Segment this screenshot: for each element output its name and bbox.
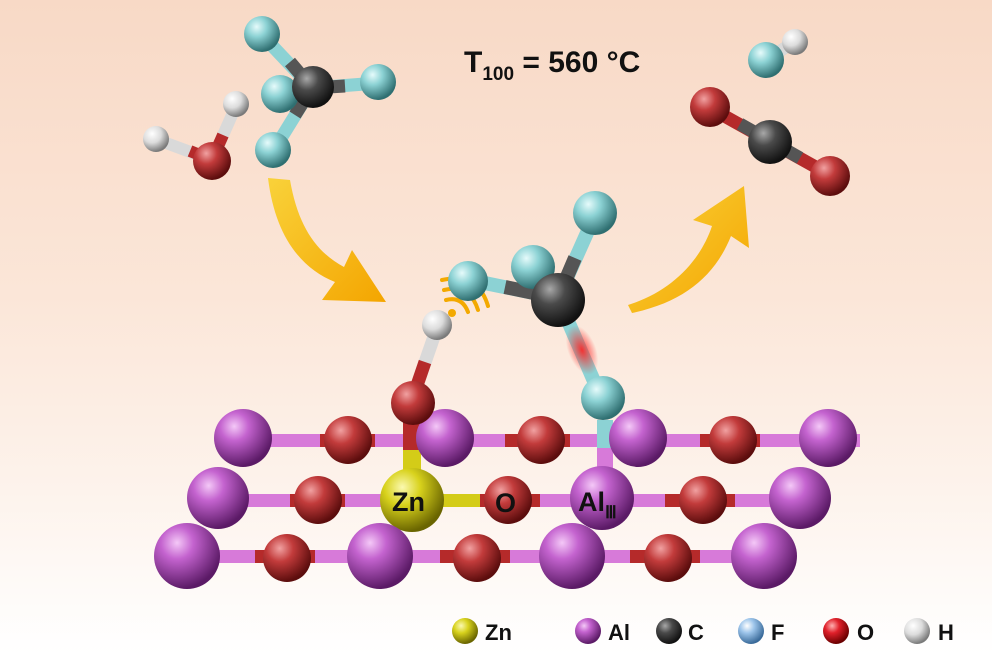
adsorbed-cf4 — [448, 191, 625, 420]
c-atom — [292, 66, 334, 108]
al-atom-iii — [570, 466, 634, 530]
h-atom — [223, 91, 249, 117]
legend-item-al: Al — [575, 618, 630, 645]
c-atom — [748, 120, 792, 164]
reactant-water — [143, 91, 249, 180]
zn-atom — [380, 468, 444, 532]
arrow-adsorption — [268, 178, 386, 302]
o-atom — [324, 416, 372, 464]
product-hf — [748, 29, 808, 78]
legend-item-f: F — [738, 618, 784, 645]
temperature-subscript: 100 — [482, 64, 514, 85]
arrow-desorption — [628, 186, 749, 313]
f-atom — [748, 42, 784, 78]
h-atom — [782, 29, 808, 55]
surface-hydroxyl — [391, 310, 452, 425]
legend-item-c: C — [656, 618, 704, 645]
h-atom — [143, 126, 169, 152]
legend-item-h: H — [904, 618, 954, 645]
o-atom — [453, 534, 501, 582]
temperature-value: = 560 °C — [514, 46, 640, 79]
legend-swatch-al — [575, 618, 601, 644]
f-atom — [573, 191, 617, 235]
o-atom — [263, 534, 311, 582]
legend: Zn Al C F O H — [452, 618, 954, 645]
f-atom — [244, 16, 280, 52]
al-label: AlⅢ — [578, 487, 617, 522]
f-atom — [448, 261, 488, 301]
c-atom — [531, 273, 585, 327]
legend-item-o: O — [823, 618, 874, 645]
o-label: O — [495, 488, 516, 518]
legend-swatch-c — [656, 618, 682, 644]
zn-label: Zn — [392, 487, 425, 517]
o-atom — [644, 534, 692, 582]
al-label-main: Al — [578, 487, 605, 517]
temperature-symbol: T — [464, 46, 482, 79]
legend-swatch-f — [738, 618, 764, 644]
product-co2 — [690, 87, 850, 196]
hydroxyl-h-atom — [422, 310, 452, 340]
al-atom — [769, 467, 831, 529]
o-atom — [810, 156, 850, 196]
f-atom — [581, 376, 625, 420]
o-atom — [193, 142, 231, 180]
f-atom — [360, 64, 396, 100]
legend-label-c: C — [688, 620, 704, 645]
al-atom — [187, 467, 249, 529]
al-atom — [799, 409, 857, 467]
o-atom — [690, 87, 730, 127]
al-atom — [154, 523, 220, 589]
oxide-surface-slab: Zn O AlⅢ — [154, 409, 860, 589]
legend-label-zn: Zn — [485, 620, 512, 645]
al-atom — [416, 409, 474, 467]
al-atom — [539, 523, 605, 589]
legend-label-h: H — [938, 620, 954, 645]
o-atom — [679, 476, 727, 524]
legend-swatch-zn — [452, 618, 478, 644]
o-atom — [484, 476, 532, 524]
temperature-label: T100 = 560 °C — [464, 46, 640, 85]
o-atom — [294, 476, 342, 524]
o-atom — [517, 416, 565, 464]
f-atom — [255, 132, 291, 168]
legend-swatch-o — [823, 618, 849, 644]
legend-item-zn: Zn — [452, 618, 512, 645]
legend-label-o: O — [857, 620, 874, 645]
al-atom — [347, 523, 413, 589]
legend-label-al: Al — [608, 620, 630, 645]
bond-cleavage-glow — [565, 325, 599, 375]
legend-label-f: F — [771, 620, 784, 645]
al-label-subscript: Ⅲ — [605, 503, 617, 522]
reactant-cf4 — [244, 16, 396, 168]
al-atom — [214, 409, 272, 467]
f-atom — [261, 75, 299, 113]
o-atom — [709, 416, 757, 464]
legend-swatch-h — [904, 618, 930, 644]
hydroxyl-o-atom — [391, 381, 435, 425]
al-atom — [609, 409, 667, 467]
al-atom — [731, 523, 797, 589]
